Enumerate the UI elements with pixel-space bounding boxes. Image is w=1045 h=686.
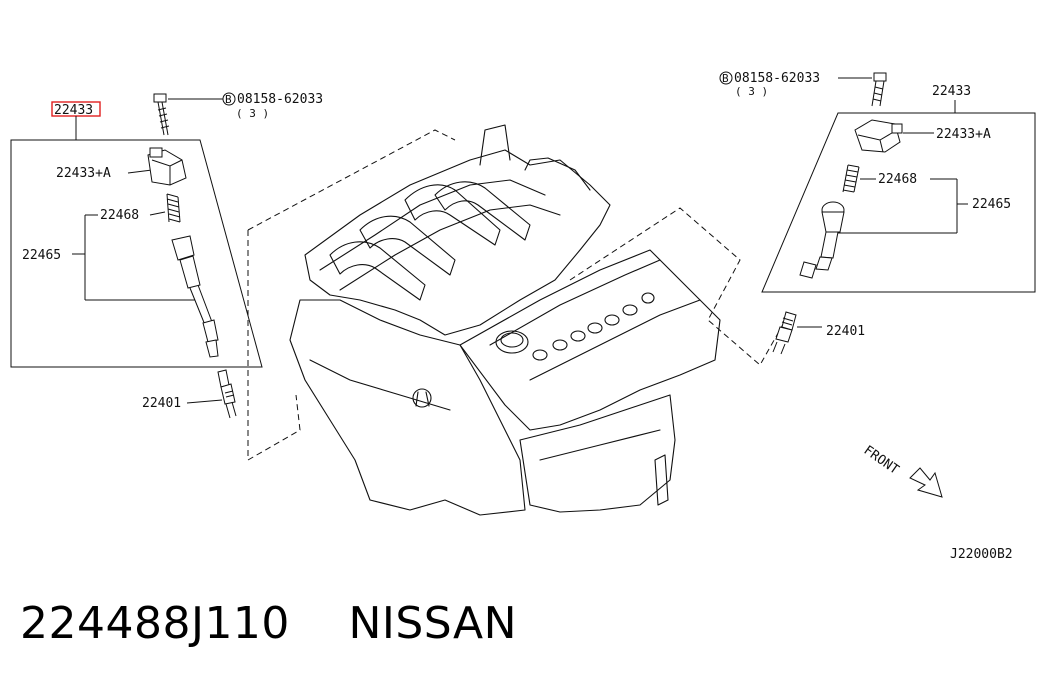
engine-illustration — [247, 124, 791, 516]
right-plug-part-number[interactable]: 22401 — [826, 324, 865, 339]
right-bolt-symbol: B — [722, 72, 729, 85]
left-bolt-part-number[interactable]: 08158-62033 — [237, 92, 323, 107]
right-bolt-part-number[interactable]: 08158-62033 — [734, 71, 820, 86]
left-coil-group: 22433 B 08158-62033 ( 3 ) 22433+A 22468 — [10, 92, 323, 419]
right-spark-plug-icon — [772, 311, 797, 355]
left-spark-plug-icon — [217, 369, 237, 419]
right-group-frame — [761, 112, 1036, 293]
right-coil-boot-icon — [799, 201, 845, 279]
front-indicator: FRONT — [861, 443, 943, 498]
right-ignition-coil-icon — [854, 119, 903, 153]
left-group-part-number[interactable]: 22433 — [54, 103, 93, 118]
diagram-code: J22000B2 — [950, 547, 1013, 562]
front-arrow-icon — [909, 467, 943, 498]
right-bolt-quantity: ( 3 ) — [735, 85, 768, 98]
left-spring-icon — [166, 193, 181, 223]
caption: 224488J110 NISSAN — [20, 598, 517, 649]
caption-part-number[interactable]: 224488J110 — [20, 598, 290, 649]
caption-brand: NISSAN — [348, 598, 518, 649]
right-spring-part-number[interactable]: 22468 — [878, 172, 917, 187]
left-plug-part-number[interactable]: 22401 — [142, 396, 181, 411]
left-spring-part-number[interactable]: 22468 — [100, 208, 139, 223]
left-coil-boot-icon — [171, 235, 219, 358]
right-coil-group: B 08158-62033 ( 3 ) 22433 22433+A 22468 — [719, 71, 1036, 355]
left-ignition-coil-icon — [147, 147, 187, 186]
front-label: FRONT — [861, 443, 902, 478]
right-assembly-part-number[interactable]: 22465 — [972, 197, 1011, 212]
left-coil-part-number[interactable]: 22433+A — [56, 166, 111, 181]
left-group-frame — [10, 139, 263, 368]
right-coil-part-number[interactable]: 22433+A — [936, 127, 991, 142]
left-bolt-quantity: ( 3 ) — [236, 107, 269, 120]
right-bolt-icon — [871, 72, 887, 107]
left-bolt-symbol: B — [225, 93, 232, 106]
left-bolt-icon — [153, 93, 170, 136]
right-spring-icon — [842, 164, 860, 193]
left-assembly-part-number[interactable]: 22465 — [22, 248, 61, 263]
right-group-part-number[interactable]: 22433 — [932, 84, 971, 99]
